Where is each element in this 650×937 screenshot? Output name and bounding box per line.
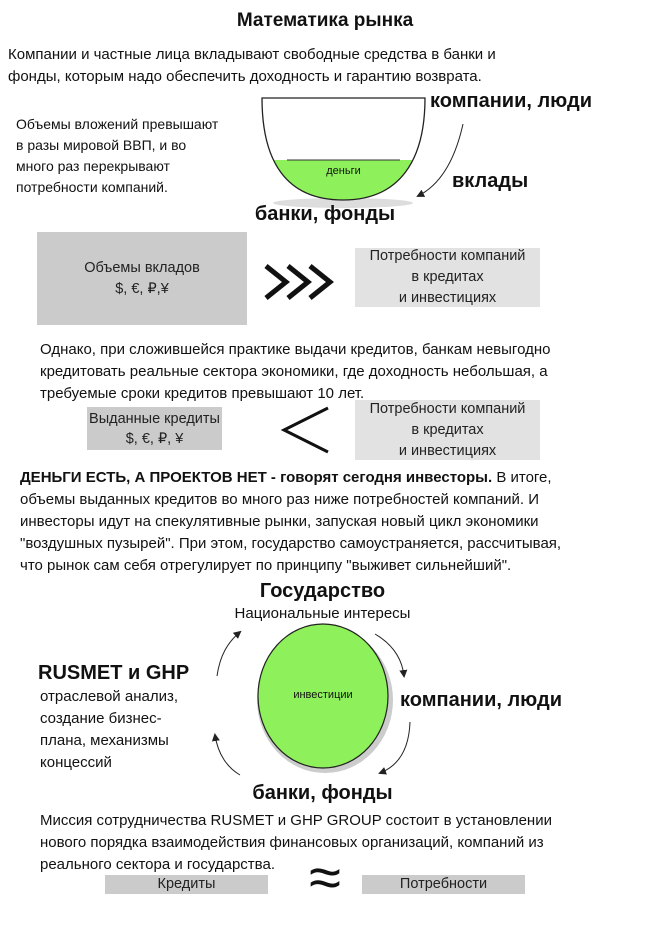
intro-paragraph: Компании и частные лица вкладывают свобо… [8, 44, 496, 88]
investments-label: инвестиции [293, 689, 353, 701]
box-line: Потребности компаний [369, 400, 526, 417]
box-line: и инвестициях [398, 442, 497, 459]
bowl-icon [261, 97, 426, 201]
box-line: Потребности компаний [369, 248, 526, 264]
deposits-label: вклады [452, 170, 529, 192]
needs-box: Потребности [362, 875, 525, 894]
para-line: реального сектора и государства. [40, 856, 275, 873]
deposit-arrow-icon [416, 123, 464, 197]
rusmet-services: отраслевой анализ, создание бизнес- план… [40, 686, 178, 774]
deposit-volume-box: Объемы вкладов $, €, ₽,¥ [37, 232, 247, 325]
box-line: и инвестициях [398, 290, 497, 306]
issued-credits-box: Выданные кредиты $, €, ₽, ¥ [87, 407, 222, 450]
companies-people-label-2: компании, люди [400, 689, 562, 711]
para-line: кредитовать реальные сектора экономики, … [40, 363, 548, 380]
banks-funds-label: банки, фонды [254, 203, 396, 225]
national-interests-label: Национальные интересы [234, 605, 411, 622]
intro-line: фонды, которым надо обеспечить доходност… [8, 68, 482, 85]
para-line: объемы выданных кредитов во много раз ни… [20, 491, 540, 508]
service-line: отраслевой анализ, [40, 688, 178, 705]
box-line: Объемы вкладов [84, 259, 200, 276]
note-line: в разы мировой ВВП, и во [16, 137, 187, 153]
note-line: потребности компаний. [16, 179, 168, 195]
intro-line: Компании и частные лица вкладывают свобо… [8, 46, 496, 63]
box-line: $, €, ₽, ¥ [125, 430, 184, 447]
approx-equal-icon: ≈ [309, 845, 341, 910]
banks-funds-label-2: банки, фонды [252, 782, 393, 804]
para-line: Миссия сотрудничества RUSMET и GHP GROUP… [40, 812, 552, 829]
much-greater-icon [264, 264, 335, 300]
less-than-icon [280, 406, 329, 454]
investment-circle [257, 623, 389, 769]
note-line: Объемы вложений превышают [16, 116, 219, 132]
rusmet-ghp-label: RUSMET и GHP [38, 662, 190, 684]
page-title: Математика рынка [236, 10, 414, 31]
company-needs-box-2: Потребности компаний в кредитах и инвест… [355, 400, 540, 460]
box-line: $, €, ₽,¥ [115, 280, 169, 297]
cycle-arrow-icon [216, 630, 242, 677]
mission-paragraph: Миссия сотрудничества RUSMET и GHP GROUP… [40, 810, 552, 876]
money-label: деньги [326, 165, 361, 177]
para-line: требуемые сроки кредитов превышают 10 ле… [40, 385, 365, 402]
service-line: плана, механизмы [40, 732, 169, 749]
box-line: Кредиты [157, 876, 216, 892]
credit-paragraph: Однако, при сложившейся практике выдачи … [40, 339, 550, 405]
service-line: создание бизнес- [40, 710, 162, 727]
cycle-arrow-icon [211, 733, 241, 776]
box-line: в кредитах [411, 269, 484, 285]
note-line: много раз перекрывают [16, 158, 170, 174]
box-line: в кредитах [411, 421, 484, 438]
para-line: инвесторы идут на спекулятивные рынки, з… [20, 513, 539, 530]
bowl-diagram [261, 97, 464, 208]
para-line: "воздушных пузырей". При этом, государст… [20, 535, 562, 552]
cycle-arrow-icon [378, 721, 411, 775]
para-line: Однако, при сложившейся практике выдачи … [40, 341, 551, 358]
para-text: В итоге, [492, 469, 552, 486]
para-bold: ДЕНЬГИ ЕСТЬ, А ПРОЕКТОВ НЕТ - говорят се… [20, 469, 493, 486]
companies-people-label: компании, люди [430, 90, 592, 112]
investors-paragraph: ДЕНЬГИ ЕСТЬ, А ПРОЕКТОВ НЕТ - говорят се… [20, 467, 561, 577]
para-line: что рынок сам себя отрегулирует по принц… [20, 557, 512, 574]
box-line: Потребности [399, 876, 488, 892]
bowl-shadow [273, 198, 413, 208]
service-line: концессий [40, 754, 112, 771]
company-needs-box: Потребности компаний в кредитах и инвест… [355, 248, 540, 307]
cycle-arrow-icon [374, 633, 408, 678]
state-label: Государство [259, 580, 386, 602]
volume-note: Объемы вложений превышают в разы мировой… [16, 114, 218, 198]
investment-cycle-diagram [211, 623, 411, 776]
credits-box: Кредиты [105, 875, 268, 894]
box-line: Выданные кредиты [89, 410, 220, 427]
para-line: нового порядка взаимодействия финансовых… [40, 834, 544, 851]
